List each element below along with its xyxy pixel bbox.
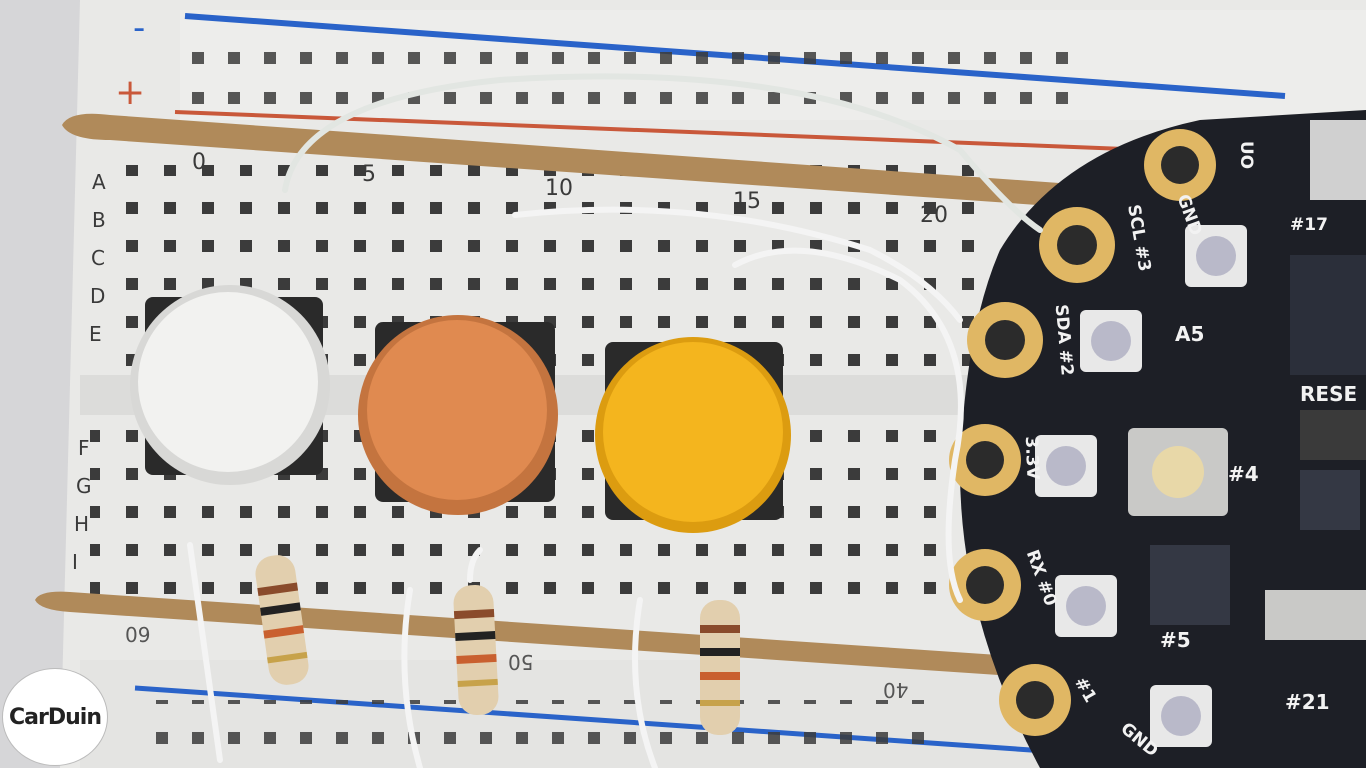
board-label: A5 — [1175, 322, 1205, 346]
row-letter: A — [92, 170, 106, 194]
row-letter: C — [91, 246, 105, 270]
bottom-column-number: 40 — [883, 678, 909, 702]
board-label: #5 — [1160, 628, 1191, 652]
board-label: RESE — [1300, 382, 1358, 406]
column-number: 0 — [192, 150, 206, 175]
button-cap-white — [138, 292, 318, 472]
row-letter: D — [90, 284, 106, 308]
button-cap-yellow — [603, 342, 783, 522]
row-letter: E — [89, 322, 102, 346]
row-letter: H — [74, 512, 90, 536]
resistors — [255, 555, 740, 735]
rail-minus-sign: - — [133, 8, 146, 48]
pad-label: 3.3V — [1020, 436, 1043, 480]
board-label: #17 — [1290, 215, 1328, 235]
bottom-column-number: 60 — [125, 622, 151, 646]
column-number: 5 — [362, 162, 376, 187]
row-letter: F — [78, 436, 90, 460]
board-label: #21 — [1285, 690, 1330, 714]
row-letter: G — [76, 474, 92, 498]
board-label: #4 — [1228, 462, 1259, 486]
column-number: 10 — [545, 176, 573, 201]
button-caps — [130, 285, 791, 533]
board-label: UO — [1236, 140, 1257, 170]
rail-plus-sign: + — [115, 72, 146, 113]
channel-logo: CarDuin — [2, 668, 108, 766]
button-cap-orange — [367, 320, 547, 500]
row-letter: I — [72, 550, 78, 574]
channel-logo-text: CarDuin — [9, 704, 102, 730]
row-letter: B — [92, 208, 106, 232]
bottom-column-number: 50 — [508, 650, 534, 674]
rail-red-line — [174, 110, 1151, 152]
column-number: 15 — [733, 189, 761, 214]
column-number: 20 — [920, 203, 948, 228]
